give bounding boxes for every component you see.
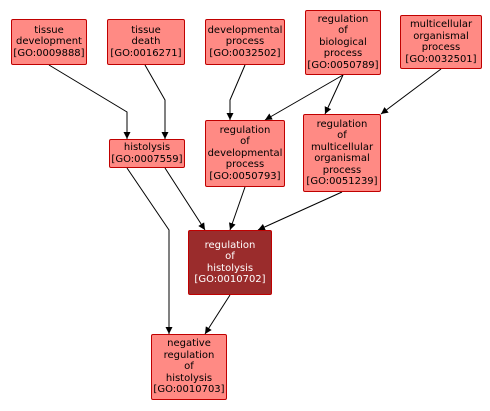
node-label-line: organismal [413, 30, 469, 42]
node-label-line: of [337, 130, 347, 141]
node-label-line: regulation [317, 13, 369, 25]
node-label-line: process [421, 42, 461, 53]
edge-arrow [257, 191, 343, 231]
node-label-line: [GO:0050793] [209, 170, 281, 182]
edge-arrow [126, 167, 173, 334]
node-label-line: regulation [316, 118, 368, 130]
node-label-line: regulation [163, 349, 215, 361]
edge-arrow [204, 294, 231, 335]
node-label-line: tissue [34, 24, 64, 36]
node-label-line: negative [167, 338, 211, 350]
node-label-line: histolysis [123, 142, 171, 153]
node-label-line: developmental [207, 147, 283, 159]
node-label-line: regulation [219, 124, 271, 136]
node-label-line: of [240, 136, 250, 148]
node-label-line: developmental [207, 24, 283, 36]
edge-arrow [48, 64, 131, 139]
node-label-line: [GO:0009888] [13, 47, 85, 59]
node-label-line: death [131, 36, 161, 48]
node-label-line: multicellular [310, 141, 374, 153]
edge-arrow [380, 68, 442, 115]
edge-arrow [229, 186, 246, 231]
node-label-line: [GO:0016271] [110, 47, 182, 59]
node-label-line: organismal [314, 153, 370, 164]
edge-arrow [226, 64, 246, 120]
node-label-line: process [323, 48, 363, 60]
node-label-line: biological [319, 36, 367, 48]
node-label-line: development [16, 36, 82, 48]
node-label-line: [GO:0051239] [306, 176, 378, 187]
edge-arrow [164, 167, 206, 231]
node-label-line: [GO:0007559] [111, 153, 183, 165]
node-label-line: of [338, 25, 348, 37]
node-label-line: process [225, 159, 265, 171]
node-label-line: tissue [131, 24, 161, 36]
node-label-line: [GO:0032501] [405, 53, 477, 65]
go-term-node[interactable]: histolysis[GO:0007559] [109, 139, 185, 168]
node-label-line: multicellular [409, 19, 473, 30]
edge-arrow [264, 74, 344, 121]
node-label-line: [GO:0010702] [194, 274, 266, 285]
node-label-line: histolysis [206, 262, 254, 274]
node-label-line: [GO:0032502] [209, 47, 281, 59]
edge-arrow [144, 64, 169, 139]
node-label-line: [GO:0010703] [153, 384, 225, 396]
node-label-line: of [184, 361, 194, 373]
edge-arrow [324, 74, 344, 115]
node-label-line: [GO:0050789] [307, 59, 379, 71]
node-label-line: process [225, 36, 265, 48]
node-label-line: process [322, 164, 362, 176]
node-label-line: histolysis [165, 372, 213, 384]
node-label-line: regulation [204, 239, 256, 251]
node-label-line: of [225, 251, 235, 262]
